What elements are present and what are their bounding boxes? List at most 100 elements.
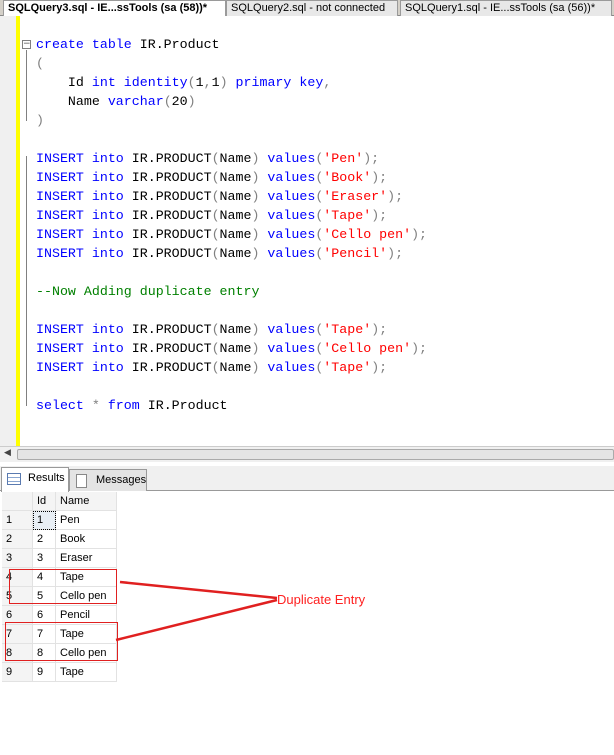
code-token: Name — [219, 360, 252, 375]
code-token: 20 — [171, 94, 188, 109]
cell-name[interactable]: Cello pen — [56, 644, 117, 663]
tab-messages[interactable]: Messages — [69, 469, 147, 491]
code-line: INSERT into IR.PRODUCT(Name) values('Cel… — [36, 339, 427, 358]
tab-sqlquery2[interactable]: SQLQuery2.sql - not connected — [226, 0, 398, 16]
row-number[interactable]: 8 — [2, 644, 33, 663]
code-token: INSERT into — [36, 246, 132, 261]
code-token: Name — [36, 94, 108, 109]
code-token: ); — [363, 151, 380, 166]
code-token: values — [259, 360, 316, 375]
row-number-header — [2, 492, 33, 511]
code-token: INSERT into — [36, 341, 132, 356]
row-number[interactable]: 6 — [2, 606, 33, 625]
row-number[interactable]: 9 — [2, 663, 33, 682]
cell-name[interactable]: Book — [56, 530, 117, 549]
code-token: values — [259, 151, 316, 166]
code-token: IR.PRODUCT — [131, 341, 212, 356]
code-token: values — [259, 227, 316, 242]
code-token: ( — [315, 360, 324, 375]
code-token: ( — [163, 94, 172, 109]
code-token: primary key — [227, 75, 324, 90]
horizontal-scrollbar[interactable]: ◀ — [0, 446, 614, 462]
tab-sqlquery1[interactable]: SQLQuery1.sql - IE...ssTools (sa (56))* — [400, 0, 612, 16]
tab-results[interactable]: Results — [1, 467, 69, 492]
duplicate-box-1 — [9, 569, 117, 604]
duplicate-box-2 — [5, 622, 118, 661]
cell-name[interactable]: Pencil — [56, 606, 117, 625]
code-token: INSERT into — [36, 151, 132, 166]
code-line: create table IR.Product — [36, 35, 427, 54]
code-line: select * from IR.Product — [36, 396, 427, 415]
code-token: INSERT into — [36, 227, 132, 242]
scroll-left-icon[interactable]: ◀ — [4, 448, 11, 458]
code-token: IR.Product — [147, 398, 228, 413]
code-line: Name varchar(20) — [36, 92, 427, 111]
row-number[interactable]: 2 — [2, 530, 33, 549]
cell-name[interactable]: Pen — [56, 511, 117, 530]
code-token: ); — [371, 170, 388, 185]
code-token: 'Tape' — [323, 208, 372, 223]
cell-id[interactable]: 9 — [33, 663, 56, 682]
code-token: values — [259, 246, 316, 261]
code-token: ( — [211, 360, 220, 375]
row-number[interactable]: 3 — [2, 549, 33, 568]
code-token: Name — [219, 341, 252, 356]
cell-name[interactable]: Tape — [56, 663, 117, 682]
cell-id[interactable]: 8 — [33, 644, 56, 663]
code-token: select — [36, 398, 92, 413]
code-line: Id int identity(1,1) primary key, — [36, 73, 427, 92]
cell-id[interactable]: 6 — [33, 606, 56, 625]
code-token: 'Pencil' — [323, 246, 388, 261]
code-line: INSERT into IR.PRODUCT(Name) values('Pen… — [36, 244, 427, 263]
tab-messages-label: Messages — [96, 474, 147, 486]
code-token: ( — [211, 227, 220, 242]
code-token: varchar — [107, 94, 164, 109]
code-token: ( — [211, 151, 220, 166]
code-token: ) — [251, 151, 260, 166]
row-number[interactable]: 1 — [2, 511, 33, 530]
tab-sqlquery3[interactable]: SQLQuery3.sql - IE...ssTools (sa (58))* — [3, 0, 226, 17]
query-editor[interactable]: − create table IR.Product ( Id int identi… — [0, 16, 614, 446]
code-token: 1 — [211, 75, 220, 90]
code-token: values — [259, 322, 316, 337]
code-token: ) — [251, 227, 260, 242]
grid-header: Id Name — [2, 492, 117, 511]
collapse-icon[interactable]: − — [22, 39, 31, 49]
code-token: ); — [411, 227, 428, 242]
code-token: ) — [251, 322, 260, 337]
code-token: ) — [251, 170, 260, 185]
cell-id[interactable]: 5 — [33, 587, 56, 606]
code-token: ( — [211, 322, 220, 337]
cell-id[interactable]: 3 — [33, 549, 56, 568]
code-token: ( — [315, 151, 324, 166]
code-token: 'Pen' — [323, 151, 364, 166]
column-header-name[interactable]: Name — [56, 492, 117, 511]
code-token: ) — [251, 246, 260, 261]
cell-name[interactable]: Tape — [56, 625, 117, 644]
cell-id[interactable]: 7 — [33, 625, 56, 644]
cell-name[interactable]: Eraser — [56, 549, 117, 568]
row-number[interactable]: 7 — [2, 625, 33, 644]
code-token: ( — [211, 189, 220, 204]
cell-id[interactable]: 2 — [33, 530, 56, 549]
cell-id[interactable]: 1 — [33, 511, 56, 530]
code-line: INSERT into IR.PRODUCT(Name) values('Tap… — [36, 320, 427, 339]
code-token: INSERT into — [36, 360, 132, 375]
code-token: INSERT into — [36, 208, 132, 223]
column-header-id[interactable]: Id — [33, 492, 56, 511]
code-token: create table — [36, 37, 140, 52]
code-line: --Now Adding duplicate entry — [36, 282, 427, 301]
cell-id[interactable]: 4 — [33, 568, 56, 587]
fold-line — [26, 156, 27, 406]
code-token: ); — [387, 246, 404, 261]
sql-code[interactable]: create table IR.Product ( Id int identity… — [36, 35, 427, 415]
